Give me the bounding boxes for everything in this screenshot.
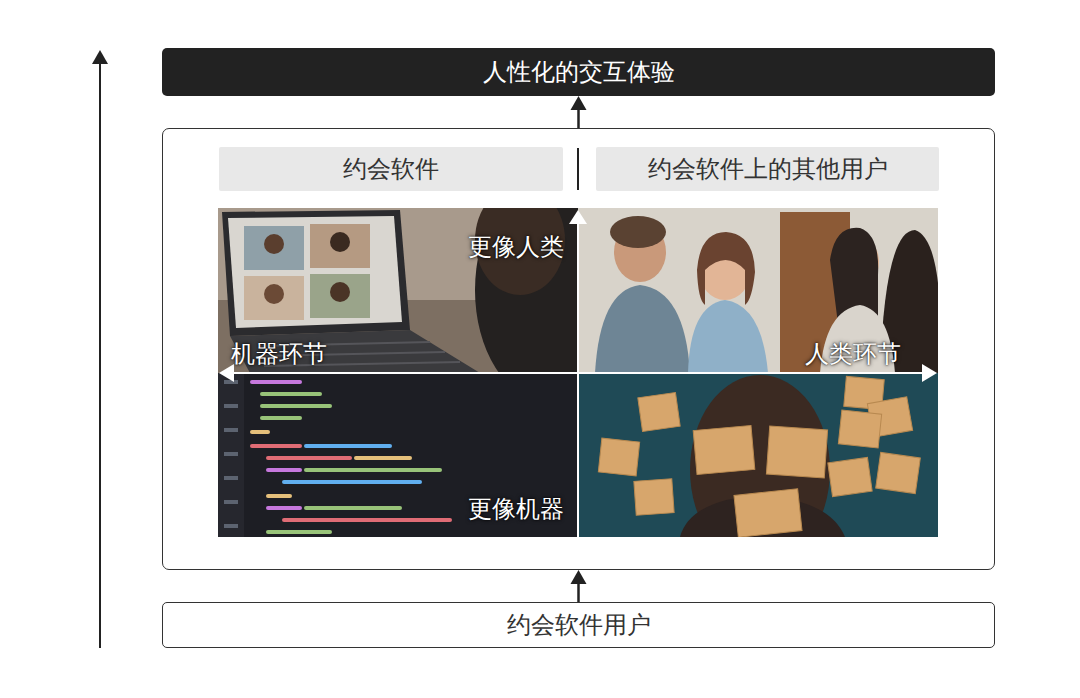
- axis-label: 更像人类: [468, 233, 564, 262]
- arrow-head: [571, 96, 587, 110]
- vertical-axis: [577, 222, 579, 537]
- side-arrow: [99, 62, 101, 648]
- photo-people: [578, 208, 938, 373]
- quadrant-grid: 更像人类机器环节 人类环节更像机器: [219, 209, 939, 538]
- group-frame: 约会软件 约会软件上的其他用户更像人类机器环节 人类环节更像机器: [162, 128, 995, 570]
- category-label: 约会软件上的其他用户: [596, 147, 939, 191]
- node-label: 人性化的交互体验: [483, 58, 675, 87]
- outcome-box: 人性化的交互体验: [162, 48, 995, 96]
- photo-code: [218, 373, 578, 537]
- flow-arrow: [571, 570, 587, 602]
- photo-sticky-notes: [578, 373, 938, 537]
- horizontal-axis: [232, 372, 924, 374]
- axis-label: 更像机器: [468, 495, 564, 524]
- category-label: 约会软件: [219, 147, 563, 191]
- flow-arrow: [571, 96, 587, 128]
- arrow-head: [92, 50, 108, 64]
- node-label: 约会软件用户: [507, 611, 651, 640]
- node-label: 约会软件: [343, 155, 439, 184]
- arrow-head: [571, 570, 587, 584]
- user-box: 约会软件用户: [162, 602, 995, 648]
- arrow-head: [922, 364, 937, 382]
- axis-label: 机器环节: [231, 340, 327, 369]
- arrow-head: [569, 210, 587, 224]
- node-label: 约会软件上的其他用户: [648, 155, 888, 184]
- photo-video-call: [218, 208, 578, 373]
- axis-label: 人类环节: [805, 340, 901, 369]
- divider: [577, 148, 579, 190]
